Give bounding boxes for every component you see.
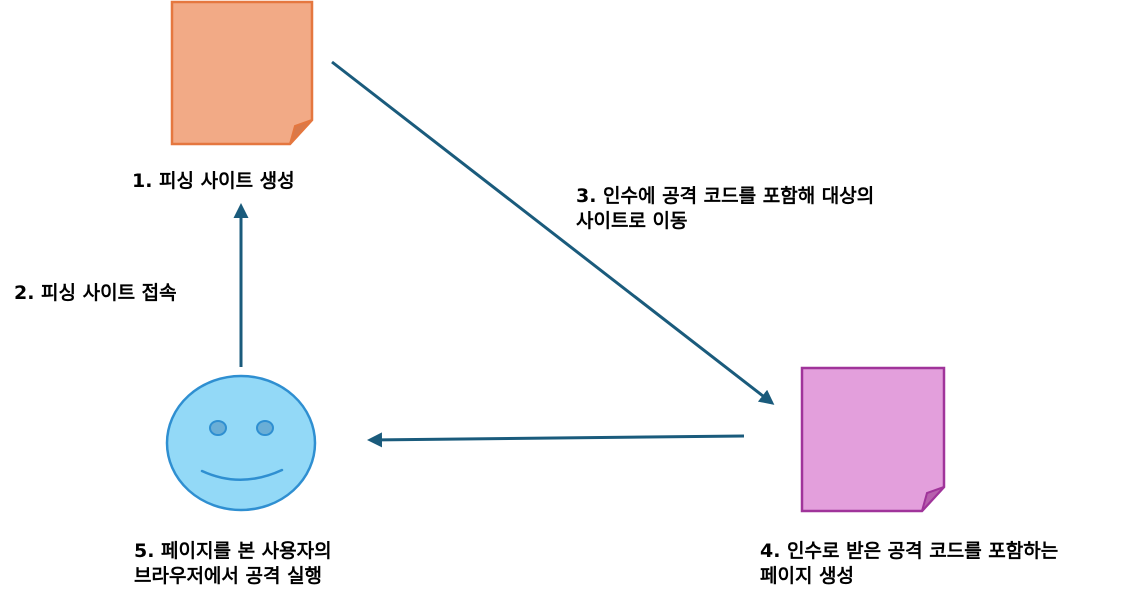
step-4-line-2: 페이지 생성 bbox=[760, 565, 855, 587]
left-eye bbox=[209, 420, 227, 436]
step-5-label: 5. 페이지를 본 사용자의 브라우저에서 공격 실행 bbox=[134, 539, 332, 589]
target-page-document-icon bbox=[800, 366, 946, 513]
step-5-line-2: 브라우저에서 공격 실행 bbox=[134, 565, 323, 587]
step-3-line-1: 3. 인수에 공격 코드를 포함해 대상의 bbox=[576, 185, 875, 207]
step-5-line-1: 5. 페이지를 본 사용자의 bbox=[134, 540, 332, 562]
arrow-target-page-to-user bbox=[367, 432, 745, 448]
step-3-line-2: 사이트로 이동 bbox=[576, 210, 688, 232]
step-4-line-1: 4. 인수로 받은 공격 코드를 포함하는 bbox=[760, 540, 1059, 562]
phishing-page-document-icon bbox=[170, 0, 314, 146]
arrow-phishing-site-to-target-site bbox=[331, 60, 775, 405]
user-smiley-face-icon bbox=[165, 374, 317, 512]
step-1-label: 1. 피싱 사이트 생성 bbox=[132, 170, 295, 192]
smile bbox=[200, 468, 284, 481]
step-4-label: 4. 인수로 받은 공격 코드를 포함하는 페이지 생성 bbox=[760, 539, 1058, 589]
right-eye bbox=[256, 420, 274, 436]
step-3-label: 3. 인수에 공격 코드를 포함해 대상의 사이트로 이동 bbox=[576, 184, 874, 234]
step-2-label: 2. 피싱 사이트 접속 bbox=[14, 282, 177, 304]
